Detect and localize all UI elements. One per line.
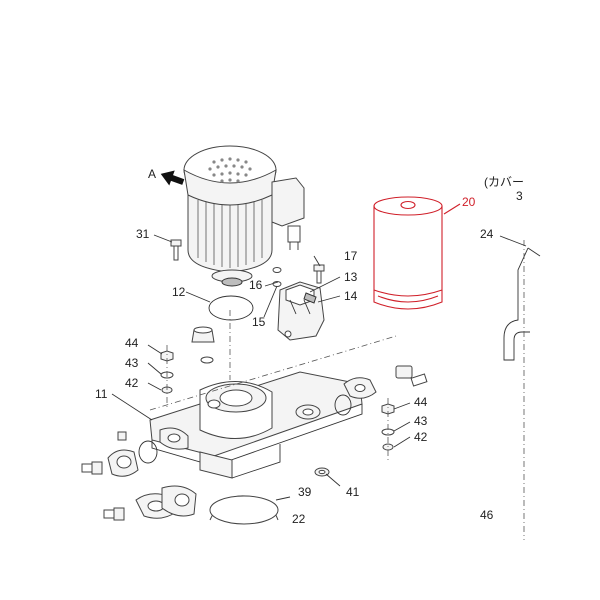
label-part-42-left: 42 — [125, 376, 139, 390]
fasteners-left — [160, 345, 174, 410]
label-view-a: A — [148, 167, 156, 181]
callout-labels: A (カバー 3 20 24 31 17 13 14 16 12 15 44 4… — [95, 167, 524, 526]
pump-casing — [149, 310, 397, 479]
label-part-41: 41 — [346, 485, 360, 499]
leader-lines — [111, 203, 527, 501]
label-cover-note: (カバー — [484, 175, 524, 189]
label-part-43-left: 43 — [125, 356, 139, 370]
washer-41 — [314, 467, 330, 477]
label-part-20: 20 — [462, 195, 476, 209]
label-part-39: 39 — [298, 485, 312, 499]
label-part-17: 17 — [344, 249, 358, 263]
bolt-17 — [313, 264, 325, 284]
view-arrow-a — [160, 170, 185, 186]
label-part-24: 24 — [480, 227, 494, 241]
label-part-11: 11 — [95, 387, 108, 401]
label-part-43-right: 43 — [414, 414, 428, 428]
bracket-24 — [503, 240, 541, 540]
bolt-31 — [170, 239, 182, 261]
label-part-14: 14 — [344, 289, 358, 303]
inlet-fittings — [81, 431, 197, 521]
label-part-31: 31 — [136, 227, 150, 241]
right-flange — [334, 365, 428, 416]
label-part-13: 13 — [344, 270, 358, 284]
cover-39 — [209, 495, 279, 525]
motor — [183, 145, 305, 287]
label-part-12: 12 — [172, 285, 186, 299]
switch-housing — [277, 281, 325, 341]
label-part-46: 46 — [480, 508, 494, 522]
label-part-42-right: 42 — [414, 430, 428, 444]
fasteners-right — [381, 398, 395, 460]
label-part-15: 15 — [252, 315, 266, 329]
o-ring-12 — [208, 295, 254, 321]
label-part-44-right: 44 — [414, 395, 428, 409]
label-cover-note-digit: 3 — [516, 189, 523, 203]
label-part-44-left: 44 — [125, 336, 139, 350]
washer-16 — [272, 267, 282, 287]
impeller — [191, 326, 215, 364]
label-part-16: 16 — [249, 278, 263, 292]
filter-cartridge — [373, 196, 443, 310]
label-part-22: 22 — [292, 512, 306, 526]
